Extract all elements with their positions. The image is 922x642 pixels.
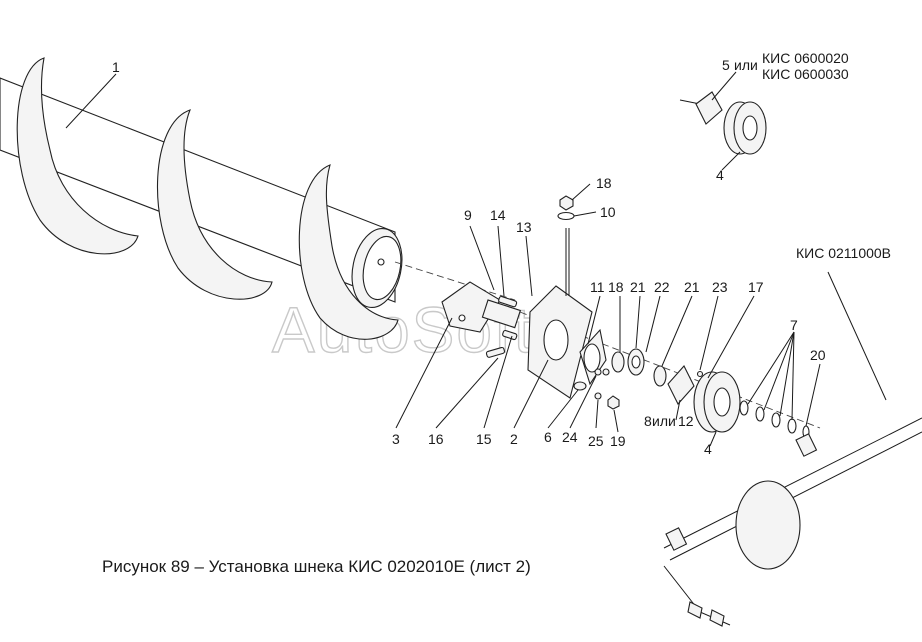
- leader-lines: [65, 71, 887, 447]
- auger-flight-3: [298, 164, 399, 340]
- ring-7-a: [739, 400, 749, 416]
- axis-line-1: [394, 261, 516, 301]
- auger-screw: [0, 57, 403, 340]
- trough-cover: [735, 480, 801, 570]
- auger-tube: [0, 77, 396, 303]
- label-code-0600030: КИС 0600030: [762, 66, 849, 82]
- label-17: 17: [748, 279, 764, 295]
- label-18-top: 18: [596, 175, 612, 191]
- washer-10: [557, 211, 575, 221]
- label-24: 24: [562, 429, 578, 445]
- hub-shaft: [481, 299, 522, 329]
- hub-bolt-hole: [458, 314, 466, 322]
- washer-25: [594, 392, 602, 400]
- auger-end-hole: [377, 258, 385, 266]
- label-12: 12: [678, 413, 694, 429]
- label-7: 7: [790, 317, 798, 333]
- label-15: 15: [476, 431, 492, 447]
- bolt-15: [502, 329, 518, 341]
- nut-23: [696, 370, 704, 378]
- nut-24: [594, 368, 602, 376]
- label-21-b: 21: [684, 279, 700, 295]
- label-8-ili: или: [652, 413, 676, 429]
- trough-clip-2: [709, 609, 725, 627]
- label-22: 22: [654, 279, 670, 295]
- label-13: 13: [516, 219, 532, 235]
- label-14: 14: [490, 207, 506, 223]
- hub-flange: [441, 281, 522, 333]
- label-18-mid: 18: [608, 279, 624, 295]
- auger-flight-2: [156, 109, 273, 300]
- ring-7-c: [771, 412, 781, 428]
- label-20: 20: [810, 347, 826, 363]
- pulley-upper-hub: [742, 115, 758, 141]
- label-25: 25: [588, 433, 604, 449]
- ring-7-b: [755, 406, 765, 422]
- label-21-a: 21: [630, 279, 646, 295]
- nut-18-lower: [602, 368, 610, 376]
- label-3: 3: [392, 431, 400, 447]
- bearing-plate-bore: [543, 319, 569, 361]
- pulley-lower-hub: [713, 387, 731, 417]
- trough-edge-top: [663, 417, 922, 549]
- trough-hinge-1: [795, 433, 818, 457]
- label-9: 9: [464, 207, 472, 223]
- trough-clip-1: [687, 601, 703, 619]
- spacer-21-a: [611, 351, 625, 373]
- trough: [663, 417, 922, 627]
- pulley-lower: [693, 371, 741, 433]
- bolt-14: [498, 295, 518, 308]
- label-8: 8: [644, 413, 652, 429]
- bearing-unit-bore: [583, 343, 601, 373]
- label-4-lower: 4: [704, 441, 712, 457]
- cover-8-12: [667, 365, 695, 405]
- label-code-0211000b: КИС 0211000В: [796, 245, 891, 261]
- trough-hinge-2: [665, 527, 688, 551]
- auger-flight-1: [16, 57, 139, 255]
- washer-6: [573, 381, 587, 391]
- label-11: 11: [590, 279, 605, 295]
- pulley-upper-assembly: [679, 91, 767, 155]
- label-2: 2: [510, 431, 518, 447]
- label-1: 1: [112, 59, 120, 75]
- upper-housing-5: [695, 91, 723, 125]
- label-6: 6: [544, 429, 552, 445]
- spacer-21-b: [653, 365, 667, 387]
- label-16: 16: [428, 431, 444, 447]
- bolt-16: [485, 346, 506, 358]
- axis-line-2: [519, 311, 821, 429]
- label-23: 23: [712, 279, 728, 295]
- nut-18-top: [559, 195, 574, 211]
- label-5-ili: или: [734, 57, 758, 73]
- label-4-upper: 4: [716, 167, 724, 183]
- nut-19: [607, 395, 620, 410]
- bearing-22-inner: [631, 355, 641, 369]
- trough-edge-top-2: [669, 431, 922, 561]
- auger-end-inner: [362, 235, 402, 301]
- figure-caption: Рисунок 89 – Установка шнека КИС 0202010…: [102, 557, 531, 576]
- label-10: 10: [600, 204, 616, 220]
- ring-7-d: [787, 418, 797, 434]
- label-code-0600020: КИС 0600020: [762, 50, 849, 66]
- label-5: 5: [722, 57, 730, 73]
- label-19: 19: [610, 433, 626, 449]
